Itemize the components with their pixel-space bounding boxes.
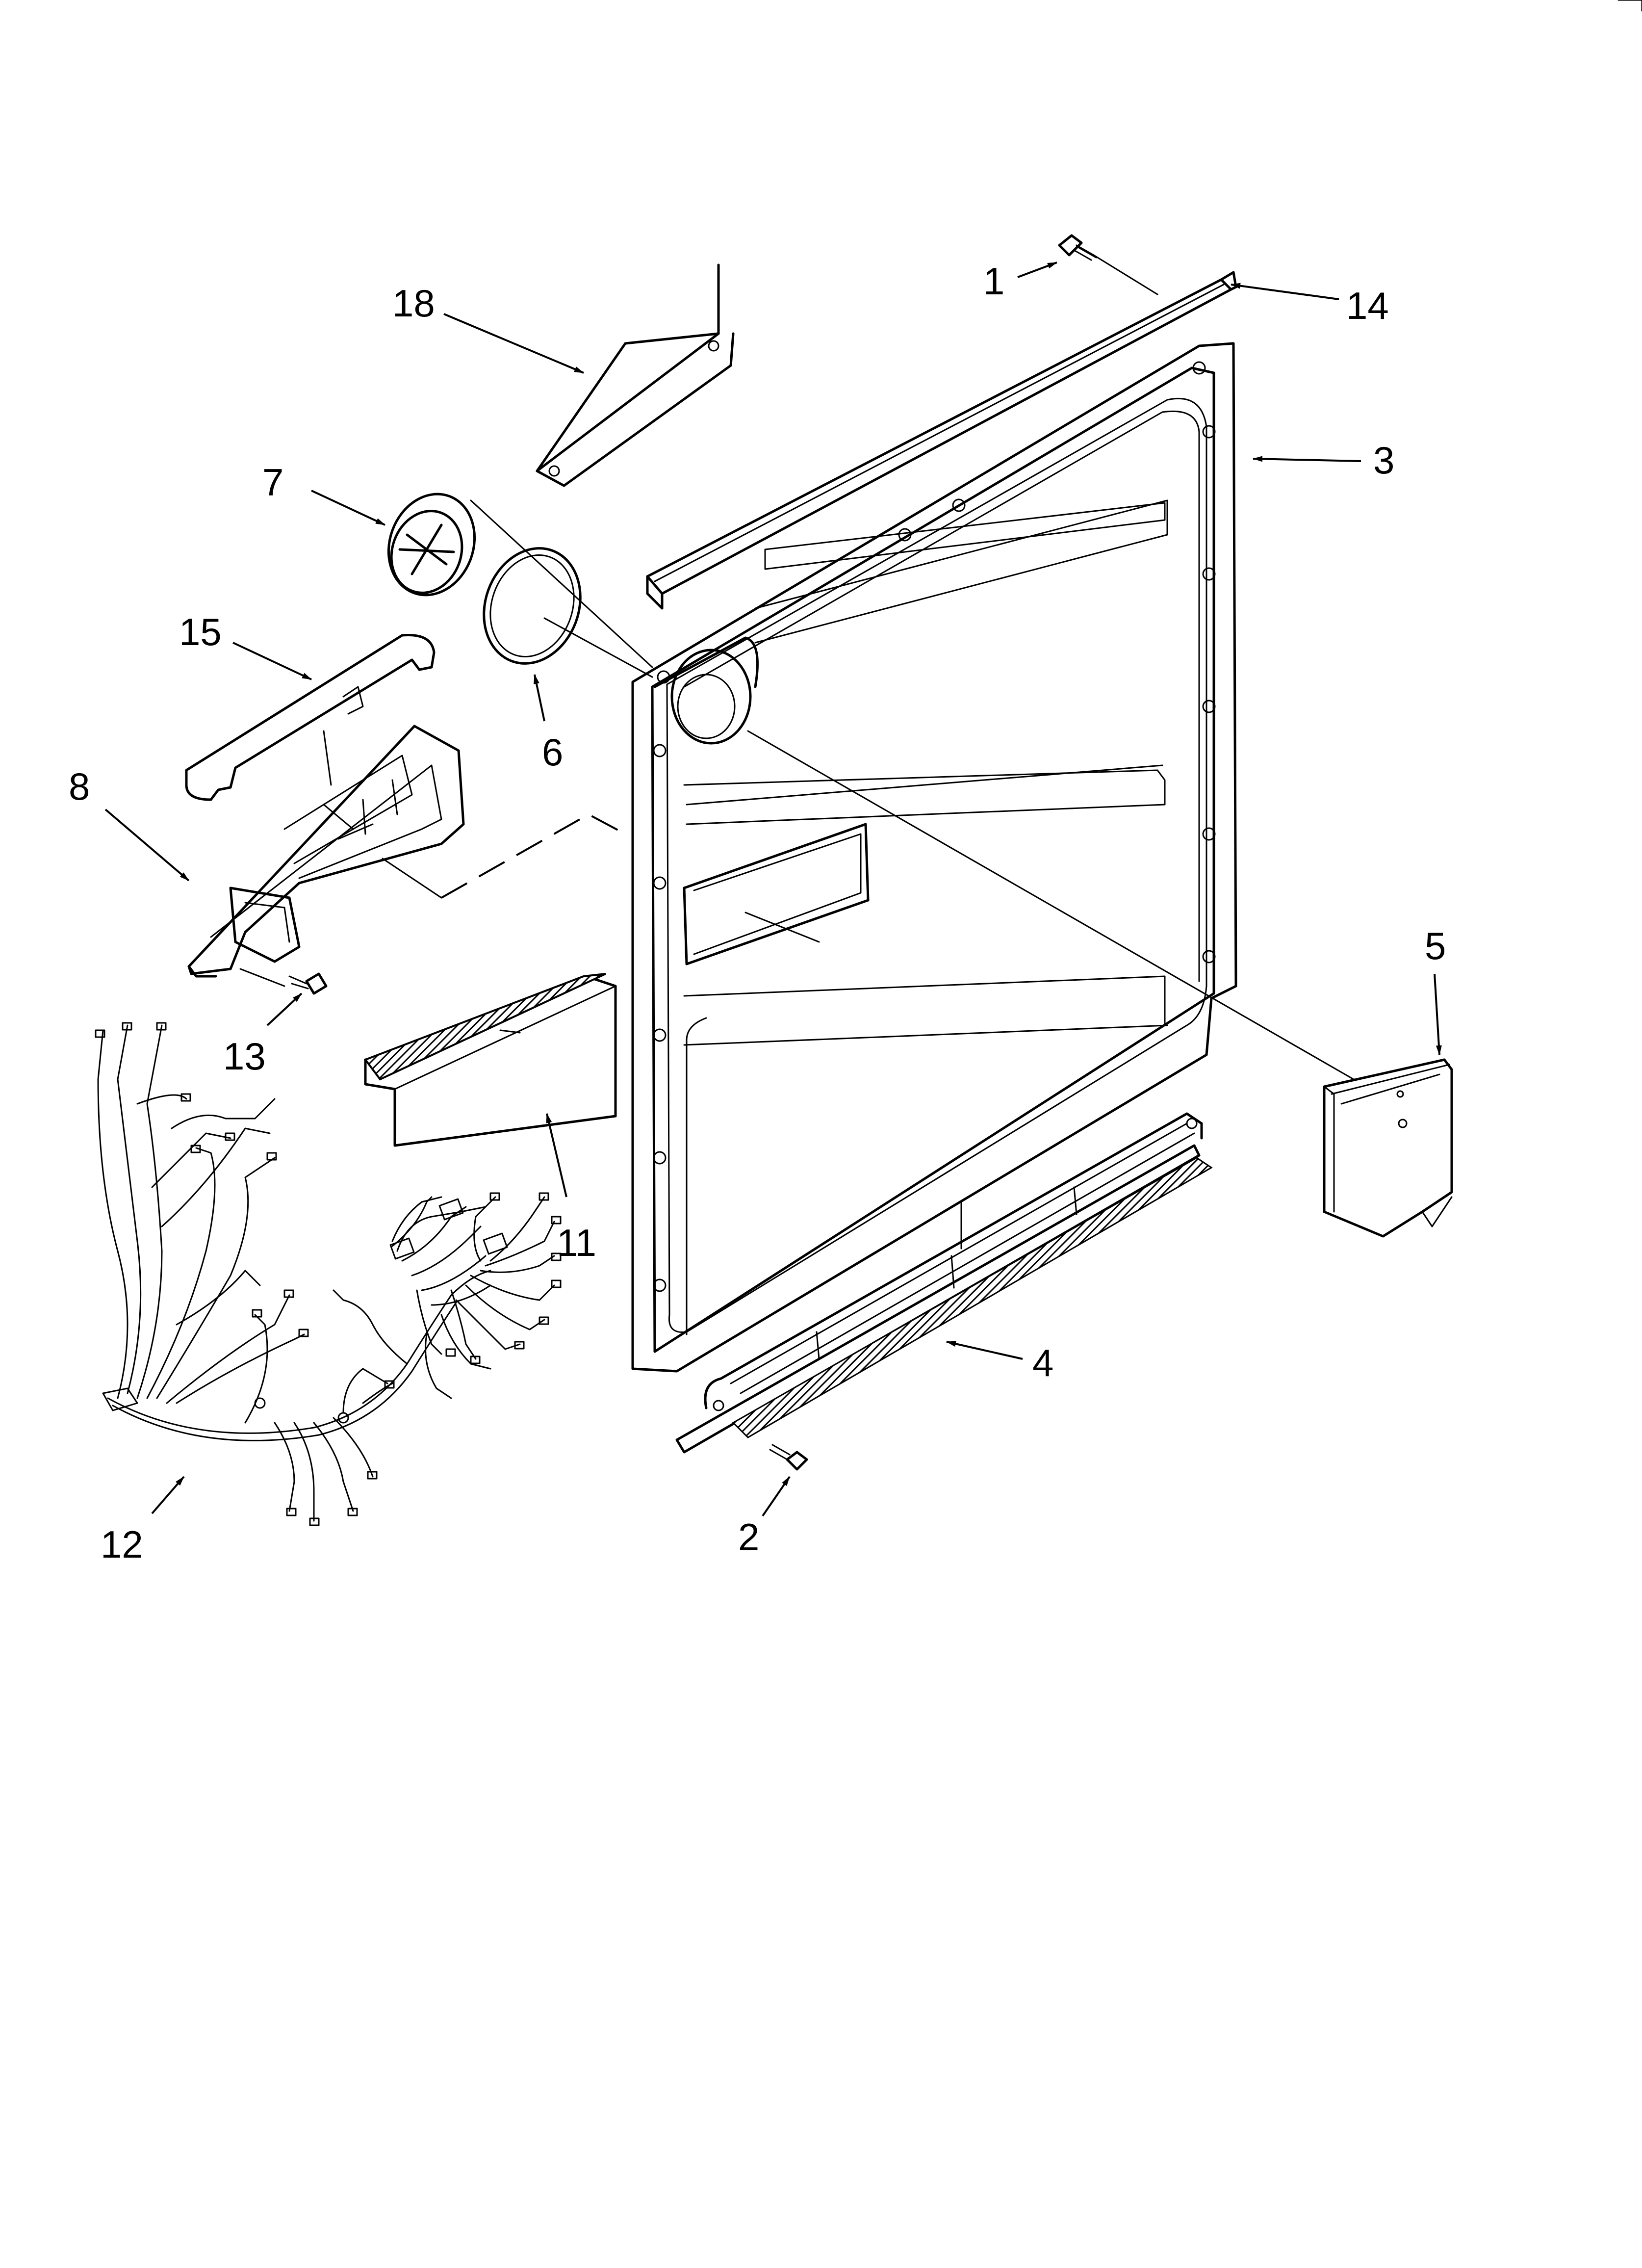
leader-6: [534, 674, 545, 722]
leader-3: [1253, 456, 1361, 462]
callout-13: 13: [223, 1035, 266, 1078]
vent-housing-5: [747, 730, 1453, 1238]
dispenser-trim-15: [185, 633, 436, 801]
callout-6: 6: [542, 730, 563, 774]
leader-18: [443, 313, 584, 374]
leader-13: [266, 992, 303, 1026]
corner-mark: [1617, 0, 1642, 12]
callout-7: 7: [262, 461, 283, 504]
callout-11: 11: [557, 1221, 596, 1264]
leader-arrows: [104, 261, 1442, 1517]
top-trim-strip: [646, 271, 1237, 610]
leader-7: [311, 490, 385, 526]
callout-3: 3: [1373, 439, 1394, 482]
callout-15: 15: [179, 610, 222, 653]
baffle-11: [363, 973, 617, 1147]
callout-labels: 1 2 3 4 5 6 7 8 11 12 13 14 15 18: [69, 260, 1446, 1566]
callout-5: 5: [1425, 924, 1446, 967]
leader-8: [104, 808, 190, 882]
vent-cap-7: [387, 493, 653, 668]
leader-5: [1434, 973, 1442, 1055]
screw-1: [1058, 234, 1158, 295]
wire-harness-12: [95, 1022, 562, 1526]
screw-2: [769, 1444, 808, 1471]
screw-13: [288, 972, 328, 995]
callout-4: 4: [1032, 1341, 1053, 1384]
leader-14: [1231, 283, 1339, 300]
callout-14: 14: [1346, 284, 1389, 327]
leader-4: [946, 1341, 1023, 1360]
leader-12: [151, 1476, 185, 1514]
callout-12: 12: [101, 1523, 143, 1566]
callout-2: 2: [738, 1515, 759, 1559]
bottom-trim-4: [675, 1112, 1213, 1454]
leader-11: [546, 1113, 567, 1198]
callout-8: 8: [69, 765, 90, 808]
callout-18: 18: [392, 282, 435, 325]
leader-2: [762, 1476, 791, 1517]
bracket-18: [536, 263, 735, 487]
dispenser-8: [187, 725, 626, 987]
leader-15: [232, 642, 312, 680]
panel-screw-holes: [653, 361, 1216, 1292]
harness-connectors: [95, 1022, 562, 1526]
leader-1: [1017, 261, 1057, 278]
gasket-ring-6: [483, 547, 653, 678]
callout-1: 1: [983, 260, 1004, 303]
inner-door-panel: [631, 342, 1237, 1373]
